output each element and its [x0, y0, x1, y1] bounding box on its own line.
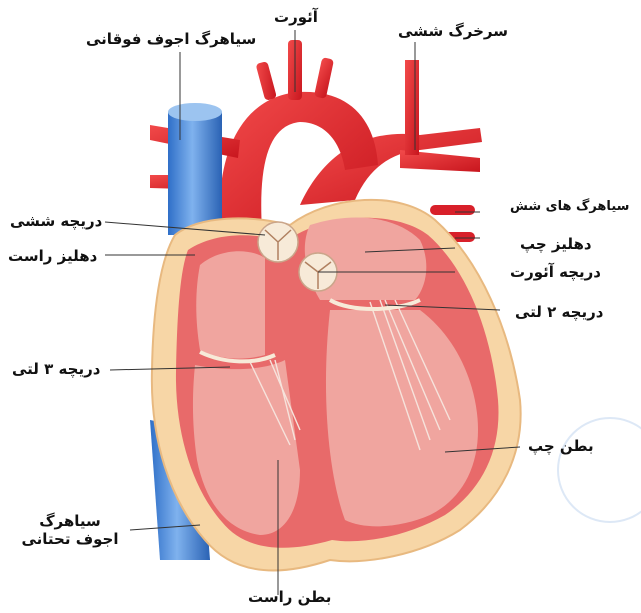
label-right-ventricle: بطن راست	[248, 588, 331, 606]
label-aorta: آئورت	[274, 8, 318, 26]
label-left-ventricle: بطن چپ	[528, 437, 594, 455]
right-atrium-chamber	[196, 251, 265, 358]
superior-vena-cava	[168, 112, 222, 235]
label-pulmonary-veins: سیاهرگ های شش	[510, 198, 629, 216]
label-pulmonary-trunk: سرخرگ ششی	[398, 22, 508, 40]
label-pulmonary-valve: دریچه ششی	[10, 212, 102, 230]
label-mitral-valve: دریچه ۲ لتی	[515, 303, 603, 321]
pulmonary-valve	[258, 222, 298, 262]
label-inferior-vena-cava-line2: اجوف تحتانی	[10, 530, 130, 548]
label-inferior-vena-cava: سیاهرگ اجوف تحتانی	[10, 512, 130, 548]
label-right-atrium: دهلیز راست	[8, 247, 97, 265]
label-tricuspid-valve: دریچه ۳ لتی	[12, 360, 100, 378]
label-left-atrium: دهلیز چپ	[520, 235, 592, 253]
watermark-circle	[558, 418, 641, 522]
label-aortic-valve: دریچه آئورت	[510, 263, 601, 281]
label-inferior-vena-cava-line1: سیاهرگ	[10, 512, 130, 530]
label-superior-vena-cava: سیاهرگ اجوف فوقانی	[86, 30, 256, 48]
